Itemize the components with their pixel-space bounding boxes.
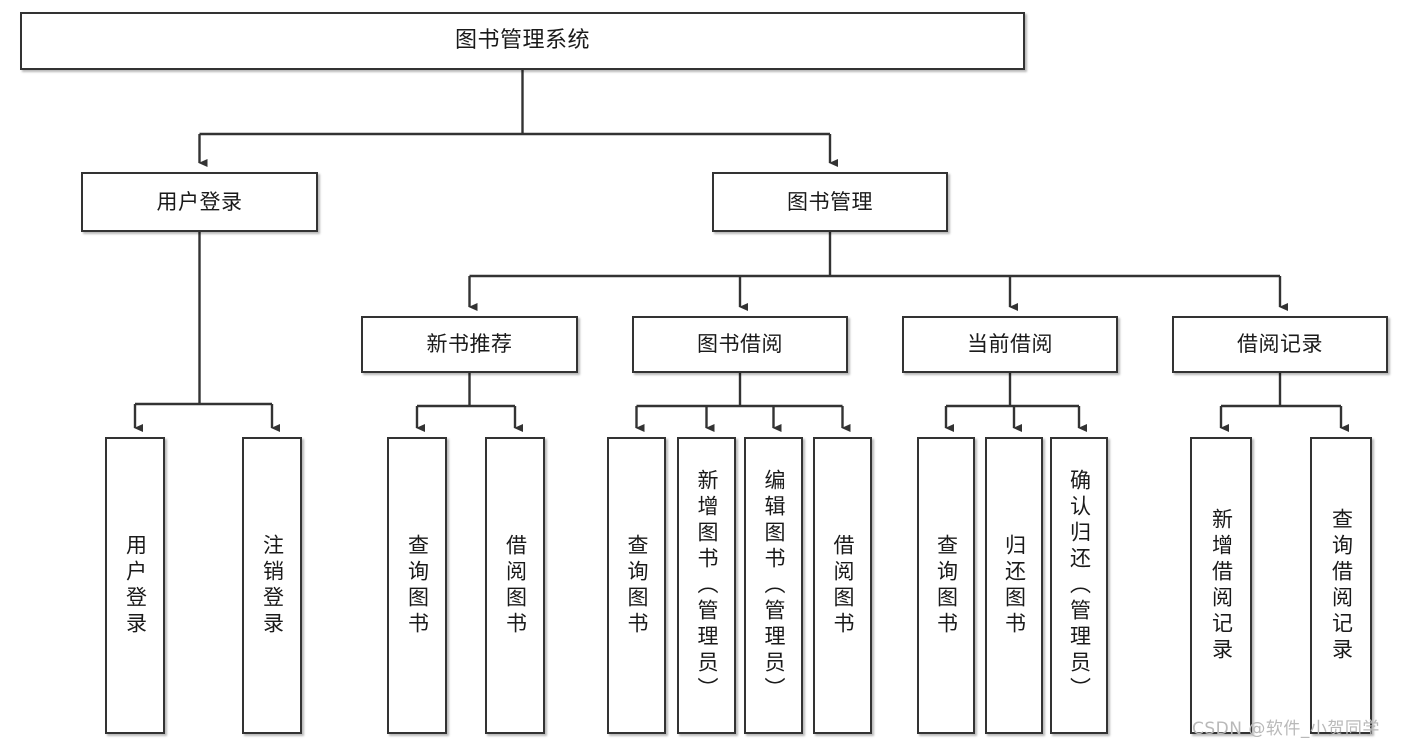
node-login[interactable]: 用户登录 [81, 172, 318, 232]
node-leaf8[interactable]: 借阅图书 [813, 437, 872, 734]
node-leaf7[interactable]: 编辑图书（管理员） [744, 437, 803, 734]
node-leaf12[interactable]: 新增借阅记录 [1190, 437, 1252, 734]
node-label: 用户登录 [123, 533, 148, 638]
node-leaf2[interactable]: 注销登录 [242, 437, 302, 734]
node-label: 查询图书 [934, 533, 959, 638]
node-leaf5[interactable]: 查询图书 [607, 437, 666, 734]
node-leaf9[interactable]: 查询图书 [917, 437, 975, 734]
node-leaf4[interactable]: 借阅图书 [485, 437, 545, 734]
node-leaf11[interactable]: 确认归还（管理员） [1050, 437, 1108, 734]
node-leaf13[interactable]: 查询借阅记录 [1310, 437, 1372, 734]
node-label: 借阅图书 [503, 533, 528, 638]
node-label: 借阅记录 [1237, 332, 1323, 357]
node-leaf6[interactable]: 新增图书（管理员） [677, 437, 736, 734]
node-label: 查询借阅记录 [1329, 507, 1354, 664]
node-newbook[interactable]: 新书推荐 [361, 316, 578, 373]
node-label: 新增图书（管理员） [695, 468, 719, 703]
node-label: 新增借阅记录 [1209, 507, 1234, 664]
node-leaf3[interactable]: 查询图书 [387, 437, 447, 734]
node-label: 编辑图书（管理员） [762, 468, 786, 703]
node-label: 归还图书 [1002, 533, 1027, 638]
node-label: 注销登录 [260, 533, 285, 638]
node-label: 图书管理 [787, 189, 873, 214]
node-label: 查询图书 [405, 533, 430, 638]
node-records[interactable]: 借阅记录 [1172, 316, 1388, 373]
node-leaf1[interactable]: 用户登录 [105, 437, 165, 734]
node-current[interactable]: 当前借阅 [902, 316, 1118, 373]
node-bookmgmt[interactable]: 图书管理 [712, 172, 948, 232]
node-label: 用户登录 [156, 189, 243, 214]
node-label: 图书借阅 [697, 332, 783, 357]
node-borrow[interactable]: 图书借阅 [632, 316, 848, 373]
node-label: 查询图书 [625, 533, 649, 638]
node-label: 新书推荐 [426, 332, 513, 357]
node-label: 借阅图书 [831, 533, 855, 638]
node-label: 确认归还（管理员） [1067, 468, 1092, 703]
node-label: 当前借阅 [967, 332, 1053, 357]
node-root[interactable]: 图书管理系统 [20, 12, 1025, 70]
node-label: 图书管理系统 [454, 28, 590, 54]
node-leaf10[interactable]: 归还图书 [985, 437, 1043, 734]
